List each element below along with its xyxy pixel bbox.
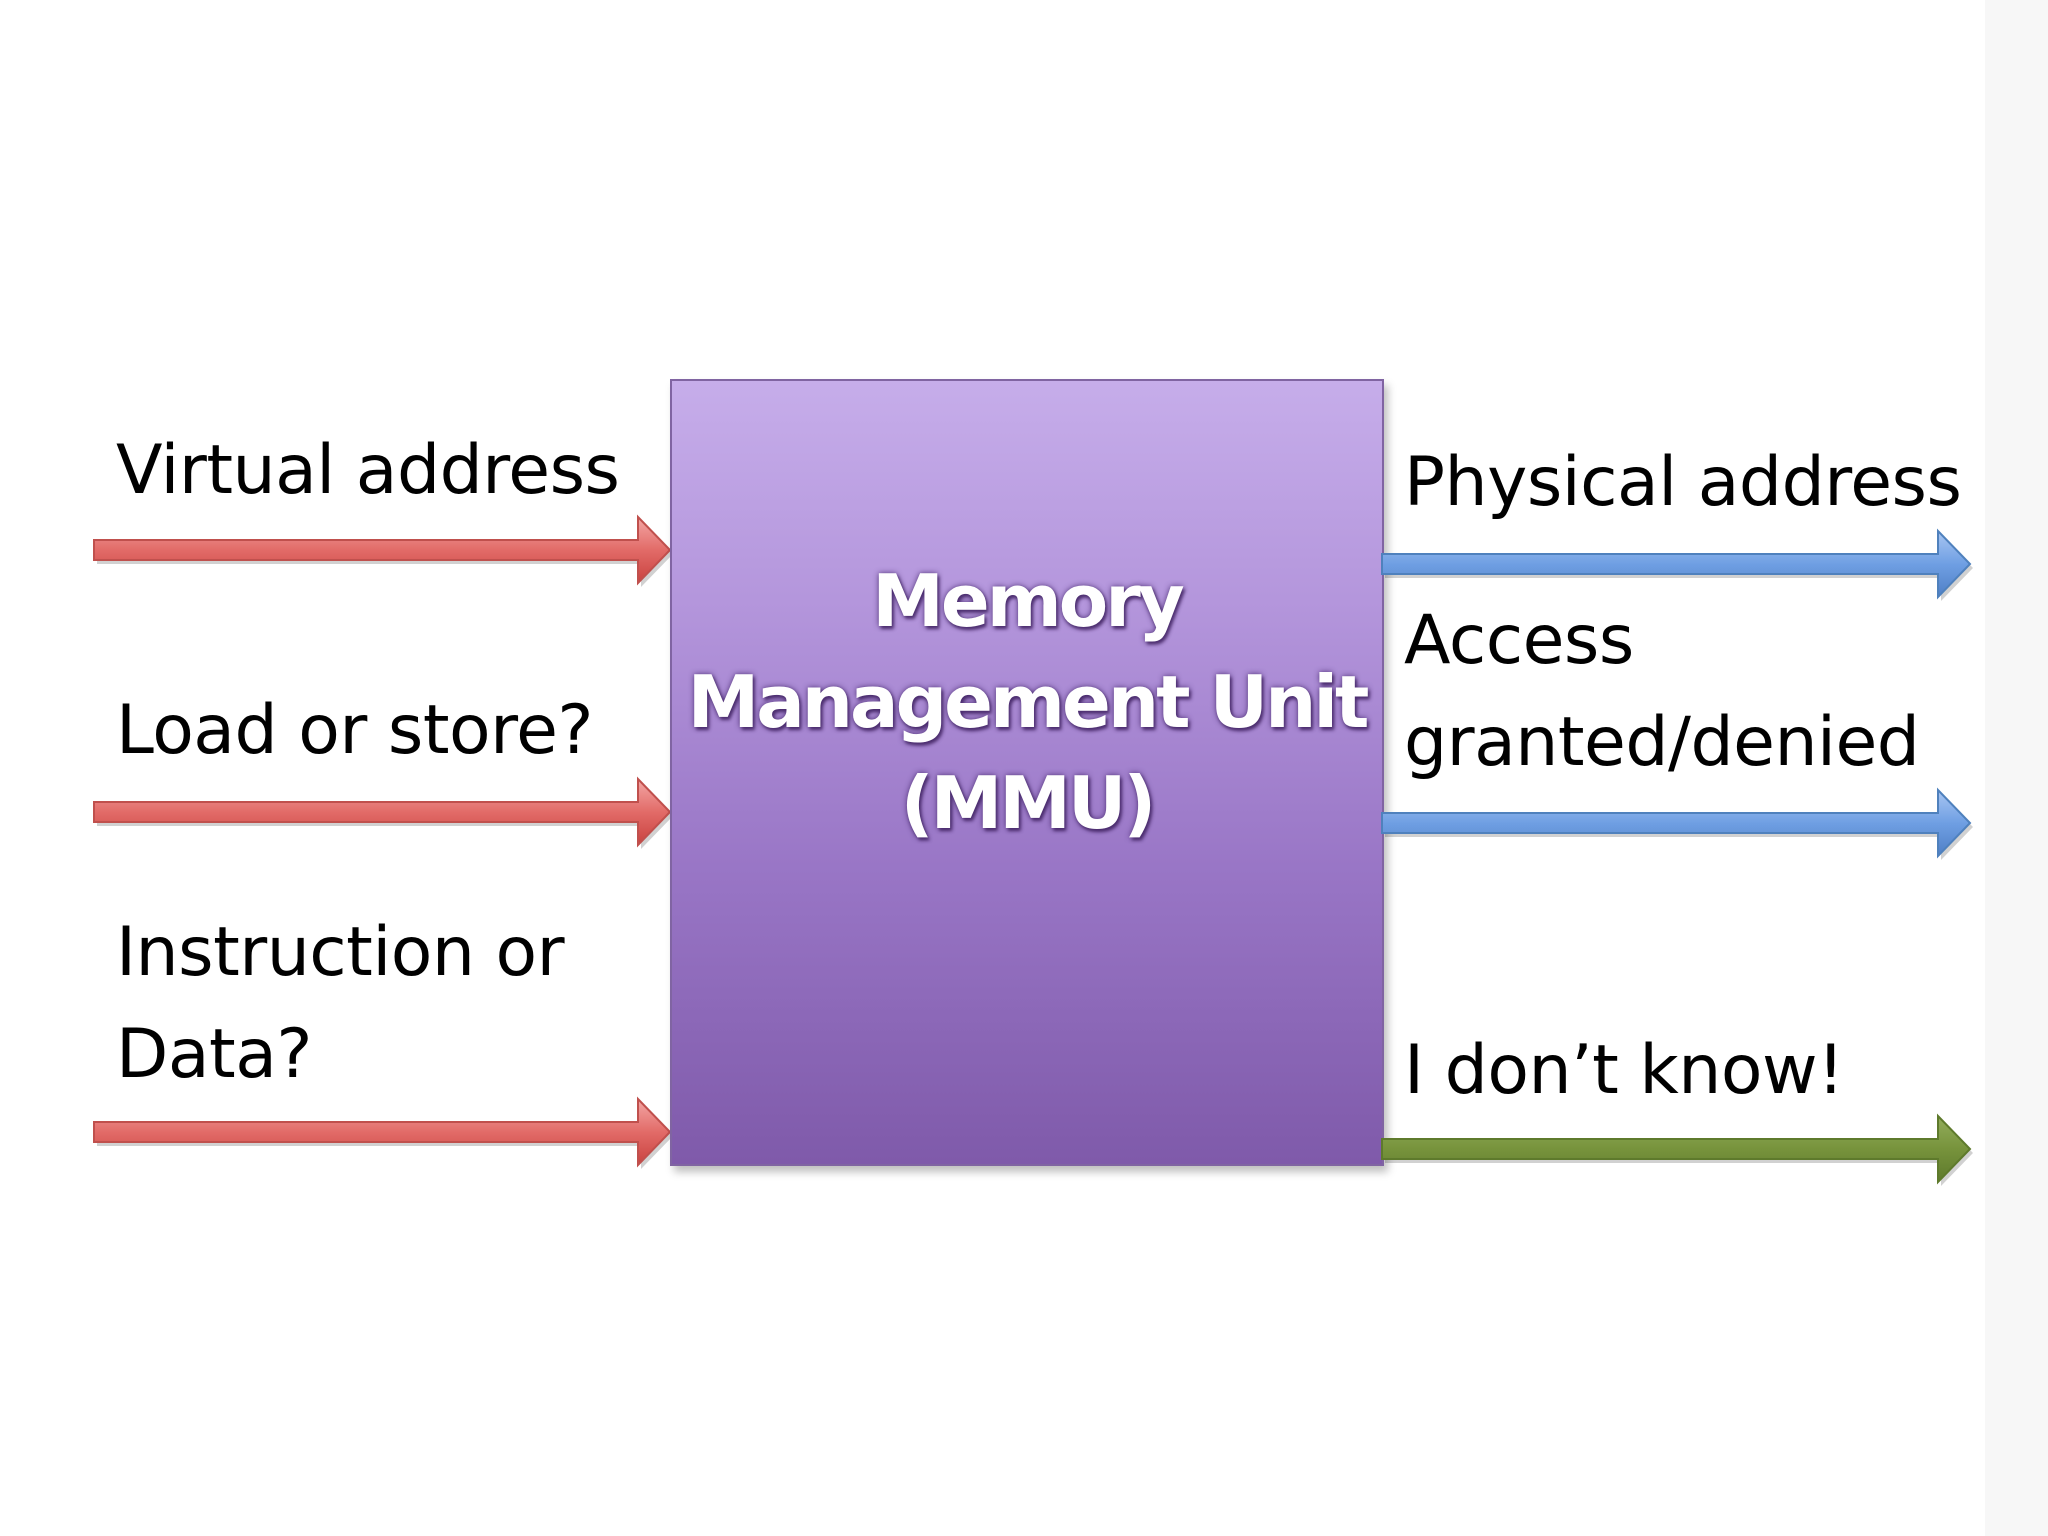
input-arrow-instruction-or-data bbox=[93, 1096, 673, 1169]
output-arrow-physical-address bbox=[1381, 528, 1973, 601]
slide-edge-shade bbox=[1985, 0, 2048, 1536]
output-label-access-granted-denied: Access granted/denied bbox=[1404, 601, 1920, 782]
input-label-instruction-or-data: Instruction or Data? bbox=[116, 913, 565, 1094]
mmu-title: Memory Management Unit (MMU) bbox=[687, 559, 1370, 845]
input-label-load-or-store: Load or store? bbox=[116, 691, 594, 770]
output-arrow-access-granted-denied bbox=[1381, 787, 1973, 860]
input-arrow-virtual-address bbox=[93, 514, 673, 587]
output-label-i-dont-know: I don’t know! bbox=[1404, 1031, 1844, 1110]
mmu-box: Memory Management Unit (MMU) bbox=[670, 379, 1384, 1166]
input-label-virtual-address: Virtual address bbox=[116, 431, 620, 510]
output-arrow-i-dont-know bbox=[1381, 1113, 1973, 1186]
input-arrow-load-or-store bbox=[93, 776, 673, 849]
output-label-physical-address: Physical address bbox=[1404, 443, 1962, 522]
